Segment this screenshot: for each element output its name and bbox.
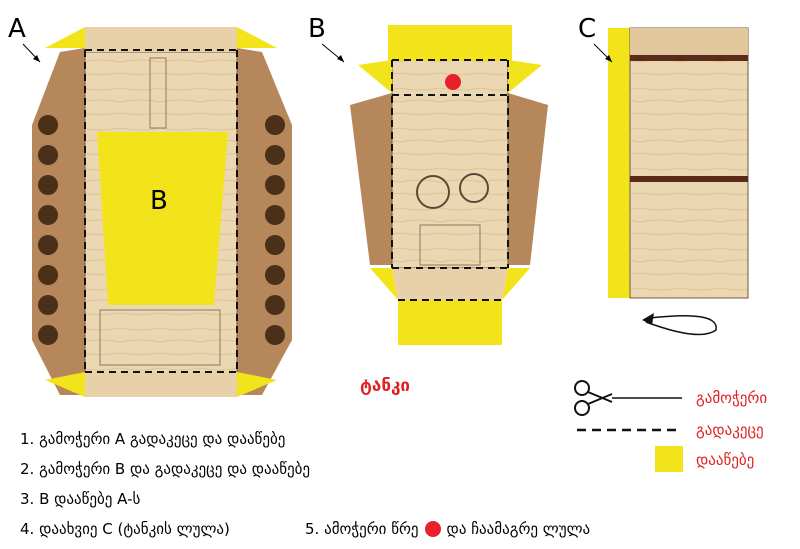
- piece-c: [593, 27, 749, 336]
- piece-a-left-track: [32, 48, 85, 395]
- piece-a-wheels-right: [265, 115, 285, 345]
- label-b: B: [308, 14, 326, 44]
- piece-a-top-strip: [85, 27, 237, 52]
- piece-c-body: [629, 27, 749, 299]
- step-4: 4. დაახვიე C (ტანკის ლულა): [20, 520, 230, 538]
- piece-a-glue-area-b: [97, 132, 228, 305]
- piece-a-glue-tab-tr: [237, 27, 277, 48]
- piece-a-right-track: [237, 48, 292, 395]
- scissors-icon: [574, 380, 613, 416]
- piece-c-band-mid: [630, 176, 748, 182]
- piece-a-fold-lines: [84, 49, 238, 373]
- piece-b-hatch-right: [459, 173, 489, 203]
- piece-b-glue-tab-tl: [358, 60, 392, 93]
- piece-a-wheels-left: [38, 115, 58, 345]
- piece-c-glue-strip: [608, 28, 630, 298]
- piece-b-glue-tab-tr: [508, 60, 542, 93]
- label-a: A: [8, 14, 26, 44]
- piece-a-glue-tab-bl: [45, 372, 85, 397]
- diagram-title: ტანკი: [360, 376, 411, 396]
- legend-cut-label: გამოჭერი: [696, 389, 768, 407]
- piece-b-hatch-left: [416, 175, 450, 209]
- piece-b-cut-circle: [445, 74, 461, 90]
- label-c: C: [578, 14, 597, 44]
- legend: [574, 380, 683, 472]
- piece-b-glue-top: [388, 25, 512, 61]
- step-2: 2. გამოჭერი B და გადაკეცე და დააწებე: [20, 460, 311, 478]
- piece-b-right-side: [508, 93, 548, 265]
- step-5: 5. ამოჭერი წრე და ჩაამაგრე ლულა: [305, 520, 590, 538]
- piece-a: [22, 27, 292, 397]
- piece-b-fold-lines: [391, 59, 509, 301]
- step-3: 3. B დააწებე A-ს: [20, 490, 141, 508]
- piece-b: [321, 25, 548, 345]
- step-1: 1. გამოჭერი A გადაკეცე და დააწებე: [20, 430, 286, 448]
- piece-b-body: [391, 59, 509, 269]
- piece-a-glue-tab-br: [237, 372, 277, 397]
- piece-b-glue-tab-br: [502, 268, 530, 300]
- step-5-text-after: და ჩაამაგრე ლულა: [446, 520, 591, 538]
- piece-a-bottom-strip: [85, 372, 237, 397]
- legend-glue-swatch: [655, 446, 683, 472]
- roll-arrow: [645, 314, 717, 336]
- piece-b-glue-tab-bl: [370, 268, 398, 300]
- piece-a-glue-tab-tl: [45, 27, 85, 48]
- legend-glue-label: დააწებე: [696, 451, 755, 469]
- piece-b-left-side: [350, 93, 392, 265]
- label-b-glue-area: B: [150, 186, 168, 216]
- legend-fold-label: გადაკეცე: [696, 421, 764, 439]
- piece-c-band-top: [630, 55, 748, 61]
- piece-b-glue-bottom: [398, 300, 502, 345]
- step-5-text-before: 5. ამოჭერი წრე: [305, 520, 419, 538]
- red-circle-icon: [424, 521, 441, 537]
